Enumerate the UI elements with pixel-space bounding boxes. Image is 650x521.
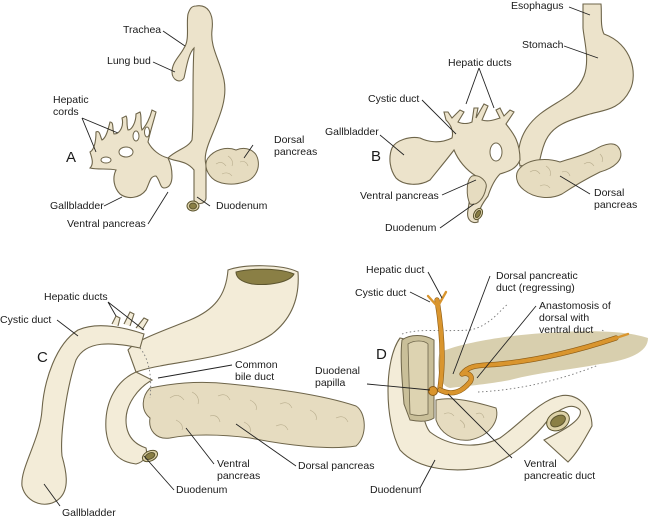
- panel-label-c: C: [37, 349, 48, 366]
- label-c-gallbladder: Gallbladder: [62, 507, 116, 519]
- label-c-cystic-duct: Cystic duct: [0, 314, 52, 326]
- label-c-common-bile-duct: Common bile duct: [235, 359, 278, 383]
- panel-a-dorsal-pancreas: [205, 147, 259, 185]
- panel-b-ventral-pancreas: [466, 175, 487, 205]
- label-b-hepatic-ducts: Hepatic ducts: [448, 57, 512, 69]
- label-a-hepatic-cords: Hepatic cords: [53, 94, 89, 118]
- panel-a-foregut: [167, 5, 226, 205]
- label-b-ventral-pancreas: Ventral pancreas: [360, 190, 439, 202]
- label-b-duodenum: Duodenum: [385, 222, 437, 234]
- panel-c-duodenum: [105, 371, 154, 465]
- panel-b-stomach: [518, 3, 634, 171]
- panel-label-d: D: [376, 346, 387, 363]
- panel-c-gallbladder: [21, 325, 145, 505]
- panel-c-stomach-lumen: [235, 268, 295, 285]
- label-d-anastomosis: Anastomosis of dorsal with ventral duct: [539, 300, 611, 336]
- label-d-cystic-duct: Cystic duct: [355, 287, 407, 299]
- label-b-esophagus: Esophagus: [511, 0, 564, 12]
- label-d-duodenal-papilla: Duodenal papilla: [315, 365, 360, 389]
- label-b-stomach: Stomach: [522, 39, 564, 51]
- label-a-trachea: Trachea: [123, 24, 162, 36]
- label-a-lung-bud: Lung bud: [107, 55, 151, 67]
- label-c-ventral-pancreas: Ventral pancreas: [217, 458, 261, 482]
- label-b-cystic-duct: Cystic duct: [368, 93, 420, 105]
- label-a-ventral-pancreas: Ventral pancreas: [67, 218, 146, 230]
- panel-b-drawing: [379, 3, 634, 229]
- panel-d-drawing: [366, 271, 648, 489]
- label-b-gallbladder: Gallbladder: [325, 126, 379, 138]
- label-a-duodenum: Duodenum: [216, 200, 268, 212]
- panel-b-dorsal-pancreas: [516, 143, 622, 198]
- label-d-hepatic-duct: Hepatic duct: [366, 264, 425, 276]
- panel-d-papilla: [428, 386, 438, 396]
- label-a-gallbladder: Gallbladder: [50, 200, 104, 212]
- label-c-dorsal-pancreas: Dorsal pancreas: [298, 460, 375, 472]
- panel-label-a: A: [66, 149, 77, 166]
- panel-a-drawing: [81, 5, 259, 225]
- panel-c-drawing: [21, 265, 365, 507]
- label-d-duodenum: Duodenum: [370, 484, 422, 496]
- panel-d-ventral-pancreas: [435, 398, 498, 441]
- label-c-hepatic-ducts: Hepatic ducts: [44, 291, 108, 303]
- panel-b-gallbladder: [389, 103, 521, 224]
- label-d-ventral-pancreatic-duct: Ventral pancreatic duct: [524, 458, 596, 482]
- panel-c-pancreas: [142, 381, 365, 449]
- panel-label-b: B: [371, 148, 382, 165]
- panel-c-stomach: [127, 265, 299, 373]
- label-b-dorsal-pancreas: Dorsal pancreas: [594, 187, 638, 211]
- label-a-dorsal-pancreas: Dorsal pancreas: [274, 134, 318, 158]
- label-c-duodenum: Duodenum: [176, 484, 228, 496]
- label-d-dorsal-pancreatic-duct: Dorsal pancreatic duct (regressing): [496, 270, 578, 294]
